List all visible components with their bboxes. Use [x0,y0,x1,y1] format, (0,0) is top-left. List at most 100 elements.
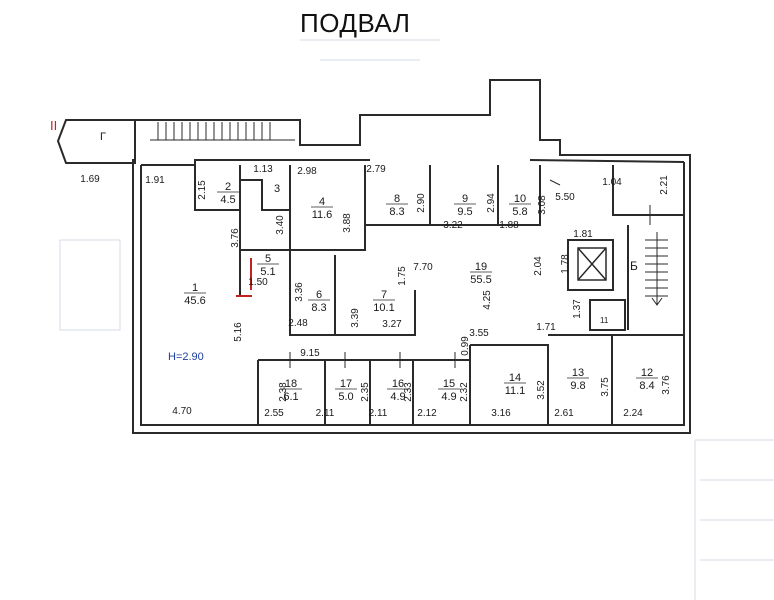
room-number: 4 [319,196,325,208]
elevator-shaft [577,247,607,281]
dimension-label: 3.76 [230,228,241,248]
dimension-label: 0.99 [460,336,471,356]
room-area: 11.6 [312,209,333,221]
room-area: 4.9 [441,391,456,403]
room-number: 3 [274,183,280,195]
stair-marker-left: Г [100,131,106,143]
room-number: 14 [509,372,521,384]
dimension-label: 1.81 [573,229,593,240]
dimension-label: 2.38 [278,382,289,402]
room-area: 45.6 [184,295,205,307]
room-number: 15 [443,378,455,390]
dimension-label: 3.27 [382,319,402,330]
stair-annex [56,119,136,164]
room-area: 9.8 [570,380,585,392]
dimension-label: 2.55 [264,408,284,419]
dimension-label: 2.32 [459,382,470,402]
dimension-label: 2.61 [554,408,574,419]
room-area: 9.5 [457,206,472,218]
room-number: 9 [462,193,468,205]
dimension-label: 2.90 [416,193,427,213]
dimension-label: 1.50 [248,277,268,288]
room-number: 10 [514,193,526,205]
room-area: 8.3 [389,206,404,218]
dimension-label: 3.22 [443,220,463,231]
stair-treads-left [150,122,295,141]
dimension-label: 1.91 [145,175,165,186]
door-swings [236,258,252,297]
dimension-label: 7.70 [413,262,433,273]
dimension-label: 1.37 [572,299,583,319]
dimension-label: 2.12 [417,408,437,419]
dimension-label: 2.35 [360,382,371,402]
room-area: 5.0 [338,391,353,403]
dimension-label: 4.70 [172,406,192,417]
room-number: 1 [192,282,198,294]
dimension-label: 3.76 [661,375,672,395]
room-number: 7 [381,289,387,301]
dimension-label: 3.39 [350,308,361,328]
dimension-label: 2.11 [316,408,335,419]
dimension-label: 5.16 [233,322,244,342]
room-number: 19 [475,261,487,273]
page-title: ПОДВАЛ [300,8,411,38]
dimension-label: 1.04 [602,177,622,188]
interior-walls [194,165,684,425]
height-note: H=2.90 [168,351,204,363]
dimension-label: 9.15 [300,348,320,359]
dimension-label: 3.40 [275,215,286,235]
section-marker: II [50,118,57,133]
dimension-label: 2.94 [486,193,497,213]
stair-marker-right: Б [630,259,638,273]
elevator-number: 11 [600,316,609,325]
dimension-label: 1.13 [253,164,273,175]
dimension-label: 3.16 [491,408,511,419]
room-labels: 145.624.53411.655.168.3710.188.399.5105.… [184,181,658,403]
room-area: 4.5 [220,194,235,206]
dimension-labels: 1.69 1.91 2.15 1.13 2.98 2.79 5.50 1.04 2.21 3.40… [80,164,672,419]
dimension-ticks [289,179,651,368]
room-area: 5.1 [260,266,275,278]
dimension-label: 1.69 [80,174,100,185]
dimension-label: 4.25 [482,290,493,310]
room-area: 8.3 [311,302,326,314]
dimension-label: 1.71 [536,322,556,333]
room-area: 5.8 [512,206,527,218]
dimension-label: 3.75 [600,377,611,397]
dimension-label: 2.21 [659,175,670,195]
dimension-label: 3.36 [294,282,305,302]
ghost-marks [59,39,774,600]
room-area: 10.1 [373,302,394,314]
outer-walls [56,79,691,434]
dimension-label: 2.79 [366,164,386,175]
dimension-label: 2.48 [288,318,308,329]
room-number: 2 [225,181,231,193]
room-area: 8.4 [639,380,654,392]
room-area: 11.1 [505,385,526,397]
dimension-label: 3.55 [469,328,489,339]
room-area: 6.1 [283,391,298,403]
room-number: 8 [394,193,400,205]
room-number: 12 [641,367,653,379]
dimension-label: 2.24 [623,408,643,419]
dimension-label: 3.88 [342,213,353,233]
dimension-label: 5.50 [555,192,575,203]
dimension-label: 1.88 [499,220,519,231]
dimension-label: 2.15 [197,180,208,200]
dimension-label: 1.78 [560,254,571,274]
dimension-label: 1.75 [397,266,408,286]
dimension-label: 3.52 [536,380,547,400]
dimension-label: 2.04 [533,256,544,276]
dimension-label: 2.11 [369,408,388,419]
dimension-label: 2.98 [297,166,317,177]
room-number: 18 [285,378,297,390]
room-area: 4.9 [390,391,405,403]
dimension-label: 2.33 [403,382,414,402]
room-number: 16 [392,378,404,390]
dimension-label: 3.08 [537,195,548,215]
stair-treads-right [645,232,668,306]
room-number: 6 [316,289,322,301]
room-number: 17 [340,378,352,390]
